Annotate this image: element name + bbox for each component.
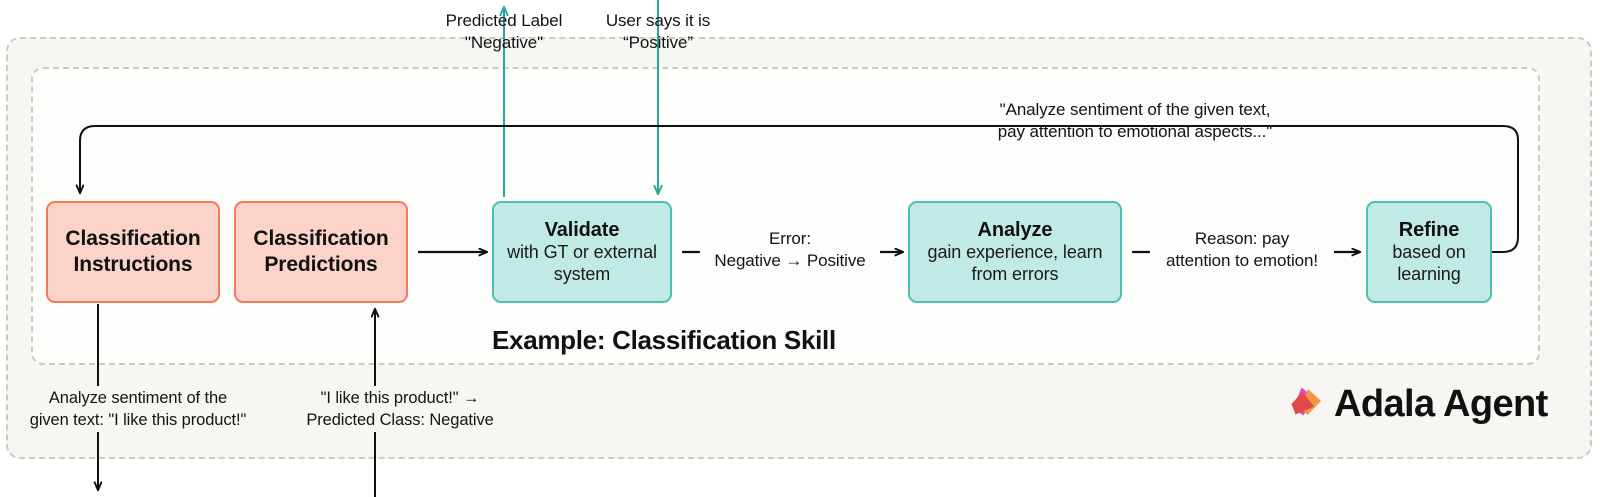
adala-logo-icon — [1281, 384, 1323, 426]
example-skill-title: Example: Classification Skill — [492, 325, 836, 355]
node-subtitle: gain experience, learn from errors — [927, 242, 1103, 285]
node-refine[interactable]: Refine based on learning — [1366, 201, 1492, 303]
node-subtitle: based on learning — [1392, 242, 1466, 285]
node-subtitle: with GT or external system — [507, 242, 657, 285]
node-title: Refine — [1398, 218, 1460, 241]
brand-name: Adala Agent — [1334, 383, 1548, 425]
label-predicted-label: Predicted Label "Negative" — [445, 11, 563, 53]
node-title-line2: Predictions — [264, 253, 378, 276]
brand-lockup: Adala Agent — [1281, 383, 1548, 426]
node-validate[interactable]: Validate with GT or external system — [492, 201, 672, 303]
label-instructions-example: Analyze sentiment of the given text: "I … — [29, 389, 247, 429]
node-analyze[interactable]: Analyze gain experience, learn from erro… — [908, 201, 1122, 303]
node-title: Analyze — [977, 218, 1053, 241]
label-user-feedback: User says it is “Positive” — [605, 11, 711, 53]
node-title: Classification — [253, 227, 389, 251]
node-title: Validate — [544, 218, 620, 241]
label-reason: Reason: pay attention to emotion! — [1166, 229, 1318, 271]
label-error: Error: Negative → Positive — [714, 229, 866, 271]
label-feedback-prompt: "Analyze sentiment of the given text, pa… — [997, 100, 1273, 142]
node-title-line2: Instructions — [73, 253, 193, 276]
node-title: Classification — [65, 227, 201, 251]
feedback-loop-wire — [80, 125, 1519, 253]
node-classification-predictions[interactable]: Classification Predictions — [234, 201, 408, 303]
label-predictions-example: "I like this product!" → Predicted Class… — [306, 389, 494, 429]
node-classification-instructions[interactable]: Classification Instructions — [46, 201, 220, 303]
